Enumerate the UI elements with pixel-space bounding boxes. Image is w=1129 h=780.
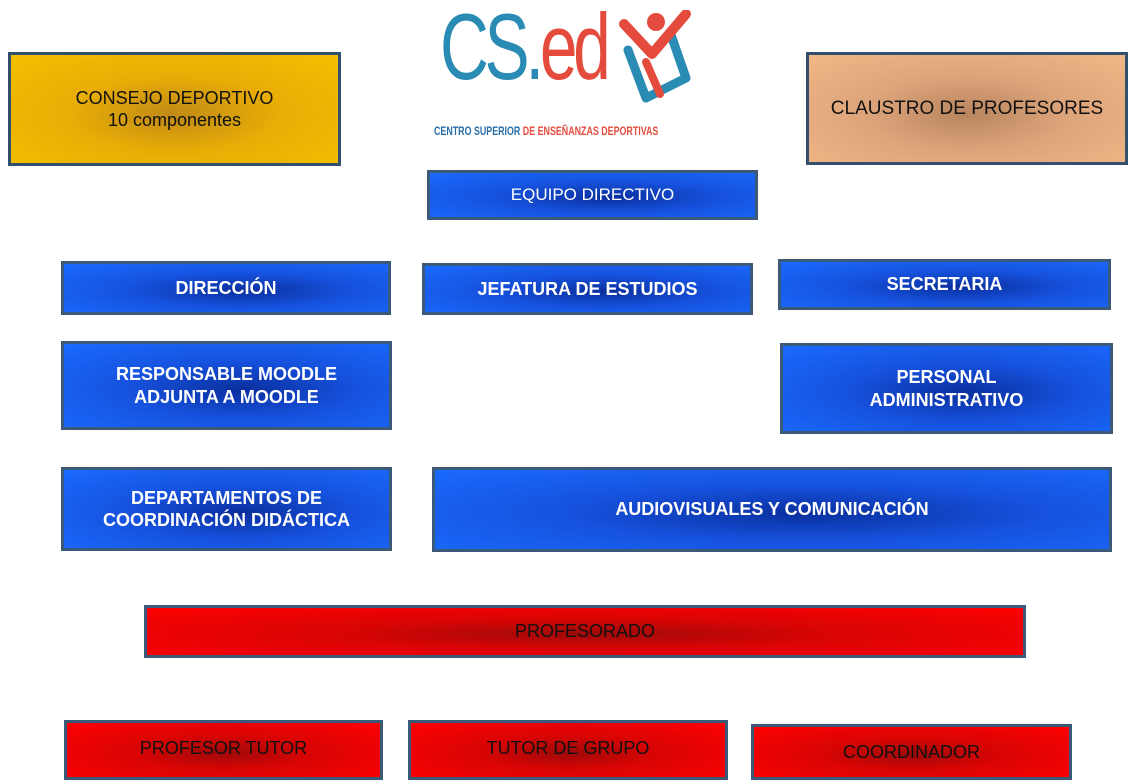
responsable-moodle-label: RESPONSABLE MOODLE [115,364,338,384]
coordinador-label: COORDINADOR [842,742,980,762]
departamentos-label: DEPARTAMENTOS DE [130,487,322,508]
administrativo-label: ADMINISTRATIVO [869,389,1024,410]
jefatura-estudios-box: JEFATURA DE ESTUDIOS [422,263,753,315]
claustro-profesores-box: CLAUSTRO DE PROFESORES [806,52,1128,165]
claustro-profesores-label: CLAUSTRO DE PROFESORES [830,97,1104,119]
tutor-grupo-box: TUTOR DE GRUPO [408,720,728,780]
logo-wordmark: CS.ed [440,0,611,94]
equipo-directivo-label: EQUIPO DIRECTIVO [510,185,675,205]
profesorado-box: PROFESORADO [144,605,1026,658]
direccion-label: DIRECCIÓN [175,277,277,298]
profesorado-label: PROFESORADO [514,621,656,642]
consejo-deportivo-title: CONSEJO DEPORTIVO [75,87,274,108]
profesor-tutor-box: PROFESOR TUTOR [64,720,383,780]
personal-label: PERSONAL [896,367,997,387]
secretaria-box: SECRETARIA [778,259,1111,310]
logo-caption-part1: CENTRO SUPERIOR [434,124,523,138]
consejo-deportivo-components: 10 componentes [107,110,242,130]
cs-ed-logo: CS.ed CENTRO SUPERIOR DE ENSEÑANZAS DEPO… [434,0,700,146]
tablet-figure-icon [619,10,691,103]
profesor-tutor-label: PROFESOR TUTOR [139,738,308,758]
personal-administrativo-box: PERSONAL ADMINISTRATIVO [780,343,1113,434]
adjunta-moodle-label: ADJUNTA A MOODLE [134,386,319,407]
departamentos-coordinacion-box: DEPARTAMENTOS DE COORDINACIÓN DIDÁCTICA [61,467,392,551]
secretaria-label: SECRETARIA [886,274,1003,295]
logo-cs-text: CS. [440,0,544,99]
logo-ed-text: ed [539,0,611,99]
audiovisuales-comunicacion-box: AUDIOVISUALES Y COMUNICACIÓN [432,467,1112,552]
audiovisuales-label: AUDIOVISUALES Y COMUNICACIÓN [615,499,929,520]
coordinacion-didactica-label: COORDINACIÓN DIDÁCTICA [103,510,350,530]
logo-caption: CENTRO SUPERIOR DE ENSEÑANZAS DEPORTIVAS [434,124,658,138]
direccion-box: DIRECCIÓN [61,261,391,315]
responsable-moodle-box: RESPONSABLE MOODLE ADJUNTA A MOODLE [61,341,392,430]
jefatura-estudios-label: JEFATURA DE ESTUDIOS [477,278,698,299]
tutor-grupo-label: TUTOR DE GRUPO [486,738,650,758]
equipo-directivo-box: EQUIPO DIRECTIVO [427,170,758,220]
consejo-deportivo-box: CONSEJO DEPORTIVO 10 componentes [8,52,341,166]
logo-caption-part2: DE ENSEÑANZAS DEPORTIVAS [522,124,659,138]
coordinador-box: COORDINADOR [751,724,1072,780]
